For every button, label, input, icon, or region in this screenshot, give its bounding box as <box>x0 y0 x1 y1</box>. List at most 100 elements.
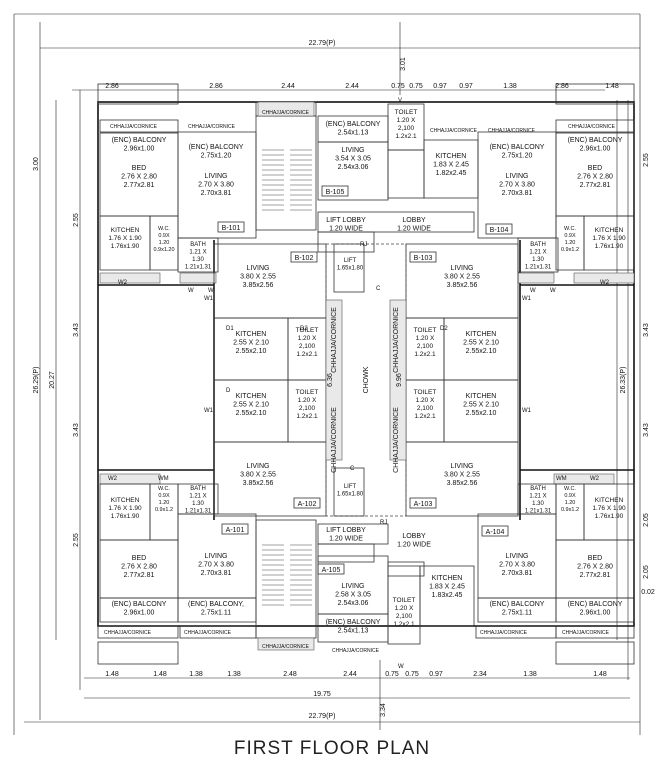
room-label-line: 2.70 X 3.80 <box>198 182 234 189</box>
mark-w1-1: W1 <box>204 296 214 302</box>
room-label-line: (ENC) BALCONY <box>189 144 244 151</box>
room-label-line: 1.20 X <box>298 335 317 342</box>
left-seg-1: 2.55 <box>73 213 80 227</box>
room-label-line: 1.2x2.1 <box>393 621 415 628</box>
room-label-line: 2.77x2.81 <box>124 182 155 189</box>
room-label-line: 2.70x3.81 <box>502 570 533 577</box>
unit-tag-b-104: B-104 <box>490 227 509 234</box>
top-seg-2: 2.86 <box>209 83 223 90</box>
room-label-line: 1.20 WIDE <box>397 226 431 233</box>
room-label-line: 1.2x2.1 <box>414 413 436 420</box>
room-label-line: 2.54x3.06 <box>338 600 369 607</box>
room-label-line: KITCHEN <box>466 393 497 400</box>
room-label-line: LIFT <box>344 258 357 264</box>
room-label-line: 2.70 X 3.80 <box>499 562 535 569</box>
unit-tag-a-102: A-102 <box>298 501 317 508</box>
bot-seg-9: 0.97 <box>429 671 443 678</box>
bot-seg-5: 2.48 <box>283 671 297 678</box>
chhajja-label-tl2: CHHAJJA/CORNICE <box>188 124 236 130</box>
mark-d: D <box>226 388 231 394</box>
chhajja-label-br: CHHAJJA/CORNICE <box>562 630 610 636</box>
room-label-line: BED <box>588 555 602 562</box>
mark-w1-3: W1 <box>522 296 532 302</box>
room-label-line: (ENC) BALCONY <box>326 121 381 128</box>
room-label-line: 2.76 X 2.80 <box>121 564 157 571</box>
left-total-a: 20.27 <box>49 371 56 389</box>
unit-b-105 <box>255 101 479 253</box>
room-label-line: 1.21x1.31 <box>525 265 552 271</box>
room-label-line: LIFT LOBBY <box>326 217 366 224</box>
room-label-line: 0.9X <box>158 493 170 499</box>
chhajja-label-bl2: CHHAJJA/CORNICE <box>184 630 232 636</box>
room-label-line: 1.2x2.1 <box>296 413 318 420</box>
unit-tag-b-102: B-102 <box>295 255 314 262</box>
middle-wing <box>213 243 519 517</box>
room-label-line: (ENC) BALCONY, <box>188 601 244 608</box>
right-total: 26.33(P) <box>620 367 627 394</box>
room-label-line: LIVING <box>342 147 365 154</box>
room-label-line: 1.20 X <box>416 335 435 342</box>
mark-rj-top: RJ <box>360 242 367 248</box>
room-label-line: LIVING <box>506 173 529 180</box>
bot-seg-10: 2.34 <box>473 671 487 678</box>
room-label-line: 1.21x1.31 <box>185 509 212 515</box>
unit-tag-b-103: B-103 <box>414 255 433 262</box>
room-label-line: KITCHEN <box>236 331 267 338</box>
mark-w1-4: W1 <box>522 408 532 414</box>
mark-d2-1: D2 <box>300 326 308 332</box>
room-label-line: 0.9X <box>564 233 576 239</box>
room-label-bl2-balcony: (ENC) BALCONY,2.75x1.11 <box>188 601 244 617</box>
room-label-line: 2,100 <box>417 405 434 412</box>
room-label-line: BED <box>132 555 146 562</box>
room-label-line: 2.96x1.00 <box>124 146 155 153</box>
room-label-line: 2.70 X 3.80 <box>198 562 234 569</box>
room-label-line: 3.85x2.56 <box>243 282 274 289</box>
mark-w1-2: W1 <box>204 408 214 414</box>
room-label-line: 2.55x2.10 <box>466 348 497 355</box>
room-label-line: 1.76 X 1.90 <box>108 505 142 512</box>
room-label-line: 0.9x1.2 <box>561 507 579 513</box>
dimension-labels: 22.79(P) 22.79(P) 19.75 3.01 3.34 3.00 2… <box>33 40 655 720</box>
room-label-line: LIVING <box>205 553 228 560</box>
room-label-line: 1.30 <box>532 257 544 263</box>
unit-a-105 <box>255 519 475 651</box>
room-label-line: 2.76 X 2.80 <box>121 174 157 181</box>
room-label-line: LIVING <box>506 553 529 560</box>
room-label-line: 2.58 X 3.05 <box>335 592 371 599</box>
room-label-line: TOILET <box>296 389 319 396</box>
room-label-line: 2.55 X 2.10 <box>463 340 499 347</box>
room-label-line: 1.65x1.80 <box>337 492 364 498</box>
inner-width-bottom: 19.75 <box>313 691 331 698</box>
unit-a-104 <box>477 473 635 623</box>
room-label-line: 1.20 X <box>298 397 317 404</box>
top-seg-1: 2.86 <box>105 83 119 90</box>
mark-w-2: W <box>208 288 214 294</box>
unit-tag-a-103: A-103 <box>414 501 433 508</box>
left-seg-3: 3.43 <box>73 423 80 437</box>
room-label-line: 1.2x2.1 <box>395 133 417 140</box>
room-label-line: 1.76x1.90 <box>111 243 140 250</box>
chhajja-label-tr2: CHHAJJA/CORNICE <box>488 128 536 134</box>
room-label-line: 2.55x2.10 <box>466 410 497 417</box>
unit-tag-a-101: A-101 <box>226 527 245 534</box>
room-label-line: 2.76 X 2.80 <box>577 174 613 181</box>
